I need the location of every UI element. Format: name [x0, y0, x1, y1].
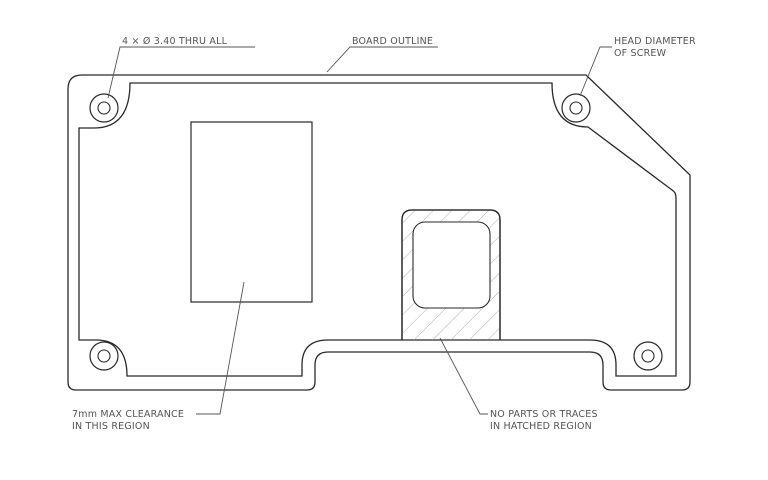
square-cutout [412, 221, 491, 309]
mounting-hole-top-left [89, 93, 119, 123]
mounting-hole-top-right [561, 93, 591, 123]
clearance-region-text: IN THIS REGION [72, 421, 150, 432]
mounting-hole-bottom-left [89, 341, 119, 371]
no-parts-text: NO PARTS OR TRACES [490, 409, 598, 420]
screw-text: OF SCREW [614, 48, 667, 59]
clearance-region [190, 121, 313, 303]
clearance-leader [196, 281, 245, 415]
no-parts-leader [439, 337, 488, 415]
mounting-hole-bottom-right [633, 341, 663, 371]
head-diameter-leader [579, 46, 612, 97]
inner-board-region [78, 82, 677, 377]
board-outline-text: BOARD OUTLINE [352, 36, 433, 47]
hole-callout-leader [107, 46, 255, 99]
head-diameter-text: HEAD DIAMETER [614, 36, 696, 47]
board-outline-leader [326, 46, 438, 73]
hatched-region-text: IN HATCHED REGION [490, 421, 592, 432]
hole-callout-text: 4 × Ø 3.40 THRU ALL [122, 36, 228, 47]
pocket-outline [401, 209, 501, 340]
board-outline [67, 74, 691, 391]
clearance-text: 7mm MAX CLEARANCE [72, 409, 184, 420]
